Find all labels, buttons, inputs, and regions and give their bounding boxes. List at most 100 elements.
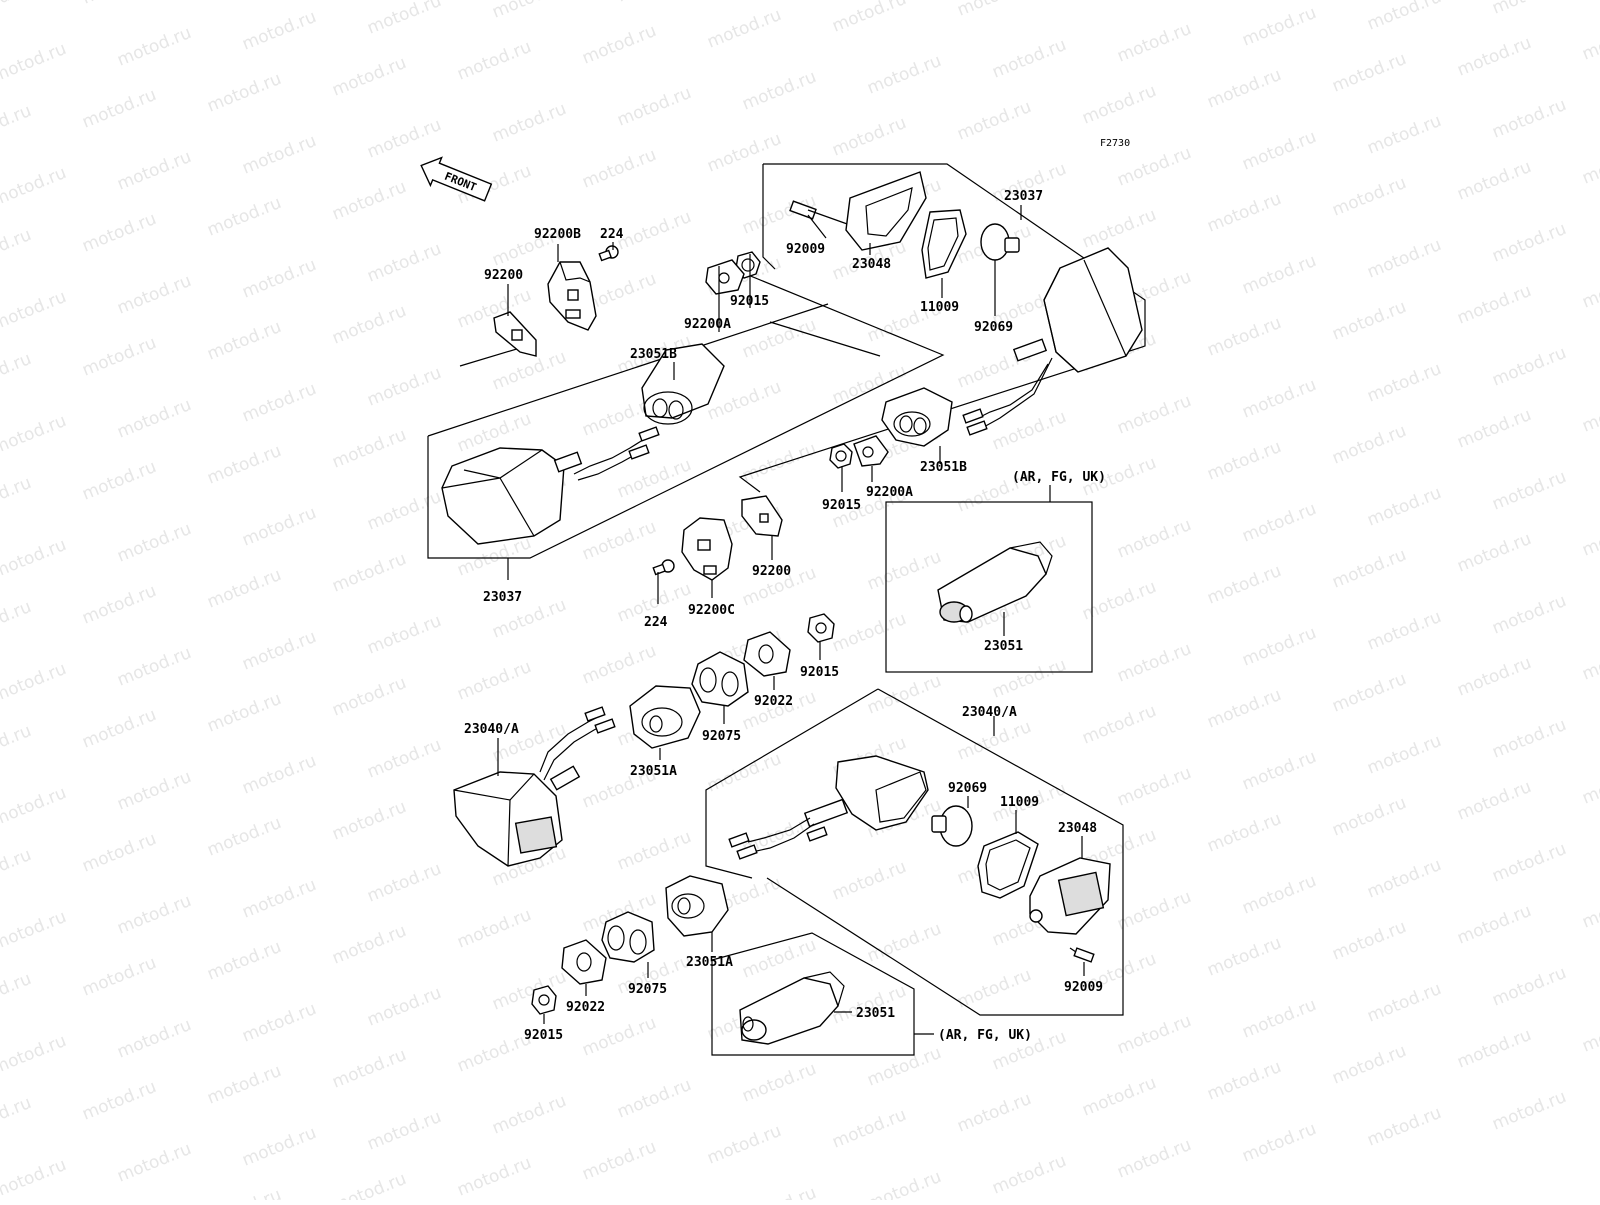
watermark-text: motod.ru	[1329, 793, 1409, 841]
watermark-text: motod.ru	[1239, 747, 1319, 795]
label-92075-mid: 92075	[702, 729, 741, 744]
label-92069-bot: 92069	[948, 781, 987, 796]
label-23048-top: 23048	[852, 257, 891, 272]
watermark-text: motod.ru	[739, 1059, 819, 1107]
watermark-text: motod.ru	[329, 921, 409, 969]
watermark-text: motod.ru	[454, 657, 534, 705]
label-92200-mid: 92200	[752, 564, 791, 579]
watermark-text: motod.ru	[114, 1139, 194, 1187]
watermark-text: motod.ru	[0, 0, 34, 25]
watermark-text: motod.ru	[364, 0, 444, 39]
watermark-text: motod.ru	[954, 0, 1034, 21]
watermark-text: motod.ru	[239, 7, 319, 55]
watermark-text: motod.ru	[489, 1091, 569, 1139]
lens-housing-23048-top	[845, 171, 927, 251]
label-ar-fg-uk-bot: (AR, FG, UK)	[938, 1028, 1032, 1043]
watermark-text: motod.ru	[204, 1185, 284, 1200]
watermark-text: motod.ru	[1239, 499, 1319, 547]
watermark-text: motod.ru	[329, 673, 409, 721]
label-92009-bot: 92009	[1064, 980, 1103, 995]
watermark-text: motod.ru	[454, 1153, 534, 1200]
watermark-text: motod.ru	[489, 967, 569, 1015]
turn-signal-23040A-right	[728, 755, 929, 860]
watermark-text: motod.ru	[1364, 1103, 1444, 1151]
screw-224-top	[598, 245, 619, 262]
watermark-text: motod.ru	[0, 597, 34, 645]
watermark-text: motod.ru	[614, 827, 694, 875]
label-224-top: 224	[600, 227, 624, 242]
watermark-text: motod.ru	[1454, 653, 1534, 701]
watermark-text: motod.ru	[864, 671, 944, 719]
watermark-text: motod.ru	[239, 999, 319, 1047]
lens-housing-23048-bot	[1029, 857, 1111, 935]
watermark-text: motod.ru	[829, 1105, 909, 1153]
watermark-text: motod.ru	[114, 147, 194, 195]
watermark-text: motod.ru	[1579, 761, 1600, 809]
plate-92200-mid	[741, 495, 783, 537]
watermark-text: motod.ru	[0, 101, 34, 149]
watermark-text: motod.ru	[1579, 637, 1600, 685]
label-92015-top: 92015	[730, 294, 769, 309]
label-92200-top: 92200	[484, 268, 523, 283]
plate-92200A-top	[705, 259, 745, 295]
watermark-text: motod.ru	[1579, 885, 1600, 933]
watermark-text: motod.ru	[1204, 313, 1284, 361]
watermark-text: motod.ru	[1489, 591, 1569, 639]
bulb-92069-bot	[931, 805, 973, 847]
watermark-text: motod.ru	[239, 875, 319, 923]
watermark-text: motod.ru	[454, 905, 534, 953]
watermark-text: motod.ru	[829, 981, 909, 1029]
watermark-text: motod.ru	[1454, 777, 1534, 825]
watermark-text: motod.ru	[1489, 467, 1569, 515]
watermark-text: motod.ru	[364, 1107, 444, 1155]
watermark-text: motod.ru	[1239, 3, 1319, 51]
label-92200A-top: 92200A	[684, 317, 731, 332]
label-92015-mid2: 92015	[800, 665, 839, 680]
watermark-text: motod.ru	[1114, 887, 1194, 935]
watermark-text: motod.ru	[954, 965, 1034, 1013]
watermark-text: motod.ru	[79, 953, 159, 1001]
watermark-text: motod.ru	[1329, 669, 1409, 717]
label-11009-top: 11009	[920, 300, 959, 315]
watermark-text: motod.ru	[704, 1121, 784, 1169]
label-23040A-left: 23040/A	[464, 722, 519, 737]
nut-92015-mid	[829, 443, 853, 469]
watermark-text: motod.ru	[989, 35, 1069, 83]
watermark-text: motod.ru	[614, 207, 694, 255]
watermark-text: motod.ru	[1364, 111, 1444, 159]
watermark-text: motod.ru	[1204, 1057, 1284, 1105]
watermark-text: motod.ru	[1204, 189, 1284, 237]
watermark-text: motod.ru	[79, 0, 159, 9]
watermark-text: motod.ru	[114, 1015, 194, 1063]
watermark-text: motod.ru	[1079, 577, 1159, 625]
watermark-text: motod.ru	[0, 659, 69, 707]
watermark-text: motod.ru	[739, 315, 819, 363]
gasket-11009-bot	[977, 831, 1039, 899]
watermark-text: motod.ru	[79, 333, 159, 381]
watermark-text: motod.ru	[1329, 917, 1409, 965]
watermark-text: motod.ru	[864, 919, 944, 967]
label-11009-bot: 11009	[1000, 795, 1039, 810]
grommet-92075-bot	[601, 911, 655, 963]
watermark-text: motod.ru	[579, 145, 659, 193]
watermark-text: motod.ru	[704, 5, 784, 53]
nut-92015-mid2	[807, 613, 835, 643]
watermark-text: motod.ru	[1329, 297, 1409, 345]
watermark-text: motod.ru	[1329, 1041, 1409, 1089]
label-ar-fg-uk-top: (AR, FG, UK)	[1012, 470, 1106, 485]
watermark-text: motod.ru	[79, 829, 159, 877]
watermark-text: motod.ru	[1114, 1135, 1194, 1183]
watermark-text: motod.ru	[739, 67, 819, 115]
watermark-text: motod.ru	[79, 581, 159, 629]
watermark-text: motod.ru	[0, 783, 69, 831]
plate-92022-bot	[561, 939, 607, 985]
turn-signal-23040A-left	[453, 706, 616, 867]
watermark-text: motod.ru	[239, 379, 319, 427]
watermark-text: motod.ru	[864, 51, 944, 99]
plate-92022-mid	[743, 631, 791, 677]
watermark-text: motod.ru	[0, 411, 69, 459]
watermark-text: motod.ru	[1454, 405, 1534, 453]
watermark-text: motod.ru	[579, 21, 659, 69]
watermark-text: motod.ru	[1204, 561, 1284, 609]
watermark-text: motod.ru	[364, 115, 444, 163]
